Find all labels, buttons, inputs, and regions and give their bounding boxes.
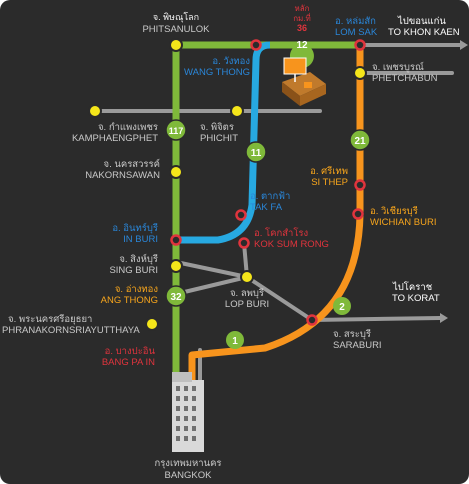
wang-thong-thai: อ. วังทอง (212, 56, 250, 67)
lom-sak-thai: อ. หล่มสัก (335, 16, 376, 27)
node-wichian-buri (352, 208, 364, 220)
shield-1: 1 (232, 336, 238, 347)
ang-thong-thai: จ. อ่างทอง (115, 284, 158, 295)
road-singburi-lopburi (174, 260, 249, 279)
kamphaengphet-en: KAMPHAENGPHET (72, 133, 158, 144)
to-khon-kaen-en: TO KHON KAEN (388, 27, 460, 38)
shield-2: 2 (339, 302, 345, 313)
nakornsawan-en: NAKORNSAWAN (85, 170, 160, 181)
kiosk-illustration-icon (282, 57, 326, 106)
route-shields: 117 11 21 32 1 2 (165, 119, 371, 349)
to-korat-thai: ไปโคราช (392, 281, 433, 293)
node-si-thep (354, 179, 366, 191)
lop-buri-thai: จ. ลพบุรี (230, 287, 264, 299)
node-nakornsawan (169, 165, 183, 179)
shield-117-badge (165, 119, 187, 141)
in-buri-thai: อ. อินทร์บุรี (112, 222, 158, 234)
saraburi-thai: จ. สระบุรี (333, 328, 371, 340)
si-thep-thai: อ. ศรีเทพ (310, 165, 348, 177)
node-tak-fa (235, 209, 247, 221)
shield-32: 32 (170, 292, 182, 303)
bang-pa-in-thai: อ. บางปะอิน (105, 346, 156, 357)
wichian-buri-thai: อ. วิเชียรบุรี (370, 205, 418, 217)
shield-11-badge (245, 141, 267, 163)
km-36-line1: หลัก (294, 4, 309, 13)
phetchabun-thai: จ. เพชรบูรณ์ (372, 61, 424, 73)
shield-1-badge (226, 331, 244, 349)
tak-fa-en: TAK FA (250, 202, 283, 213)
route-orange-21-1 (188, 45, 364, 390)
to-khon-kaen-thai: ไปขอนแก่น (397, 15, 446, 27)
bangkok-thai: กรุงเทพมหานคร (154, 458, 221, 469)
phitsanulok-thai: จ. พิษณุโลก (153, 12, 199, 23)
shield-117: 117 (169, 126, 184, 136)
bangkok-en: BANGKOK (165, 470, 213, 481)
bang-pa-in-en: BANG PA IN (102, 357, 155, 368)
kamphaengphet-thai: จ. กำแพงเพชร (98, 122, 158, 133)
phichit-en: PHICHIT (200, 133, 238, 144)
phitsanulok-en: PHITSANULOK (142, 24, 210, 35)
node-phichit (230, 104, 244, 118)
km-36-line2: กม.ที่ (293, 12, 311, 23)
node-ayutthaya (145, 317, 159, 331)
place-labels: จ. พิษณุโลก PHITSANULOK อ. หล่มสัก LOM S… (2, 12, 460, 481)
wang-thong-en: WANG THONG (184, 67, 250, 78)
ang-thong-en: ANG THONG (101, 295, 158, 306)
road-angthong-lopburi (174, 275, 249, 296)
sing-buri-thai: จ. สิงห์บุรี (119, 253, 158, 265)
node-lom-sak (354, 39, 366, 51)
node-saraburi (306, 314, 318, 326)
node-kok-sum-rong (238, 237, 250, 249)
wichian-buri-en: WICHIAN BURI (370, 217, 437, 228)
ayutthaya-thai: จ. พระนครศรีอยุธยา (8, 313, 92, 325)
kok-sum-rong-en: KOK SUM RONG (254, 239, 329, 250)
yellow-nodes (88, 38, 367, 331)
road-lopburi-saraburi (245, 275, 314, 322)
bangkok-building-icon (172, 372, 204, 452)
nakornsawan-thai: จ. นครสวรรค์ (104, 158, 161, 170)
saraburi-en: SARABURI (333, 340, 382, 351)
shield-21: 21 (354, 136, 366, 147)
node-phitsanulok (169, 38, 183, 52)
shield-2-badge (333, 297, 351, 315)
si-thep-en: SI THEP (311, 177, 348, 188)
node-phetchabun (353, 66, 367, 80)
shield-32-badge (165, 285, 187, 307)
route-blue-11 (176, 41, 271, 244)
shield-21-badge (349, 129, 371, 151)
arrow-korat-icon (440, 313, 448, 323)
lom-sak-en: LOM SAK (335, 27, 378, 38)
ayutthaya-en: PHRANAKORNSRIAYUTTHAYA (2, 325, 140, 336)
node-sing-buri (169, 259, 183, 273)
phetchabun-en: PHETCHABUN (372, 73, 438, 84)
to-korat-en: TO KORAT (392, 293, 440, 304)
shield-11: 11 (251, 148, 262, 159)
in-buri-en: IN BURI (123, 234, 158, 245)
phichit-thai: จ. พิจิตร (200, 122, 234, 133)
node-in-buri (170, 234, 182, 246)
sing-buri-en: SING BURI (109, 265, 158, 276)
node-kamphaengphet (88, 104, 102, 118)
lop-buri-en: LOP BURI (225, 299, 269, 310)
road-to-korat (310, 316, 442, 322)
node-wang-thong (250, 39, 262, 51)
red-nodes (170, 39, 366, 326)
gray-roads (93, 43, 462, 397)
kok-sum-rong-thai: อ. โคกสำโรง (254, 227, 308, 239)
node-lop-buri (240, 270, 254, 284)
shield-12: 12 (296, 40, 308, 51)
arrow-khon-kaen-icon (460, 40, 468, 50)
tak-fa-thai: อ. ตากฟ้า (250, 191, 290, 202)
km-36-line3: 36 (297, 23, 307, 33)
